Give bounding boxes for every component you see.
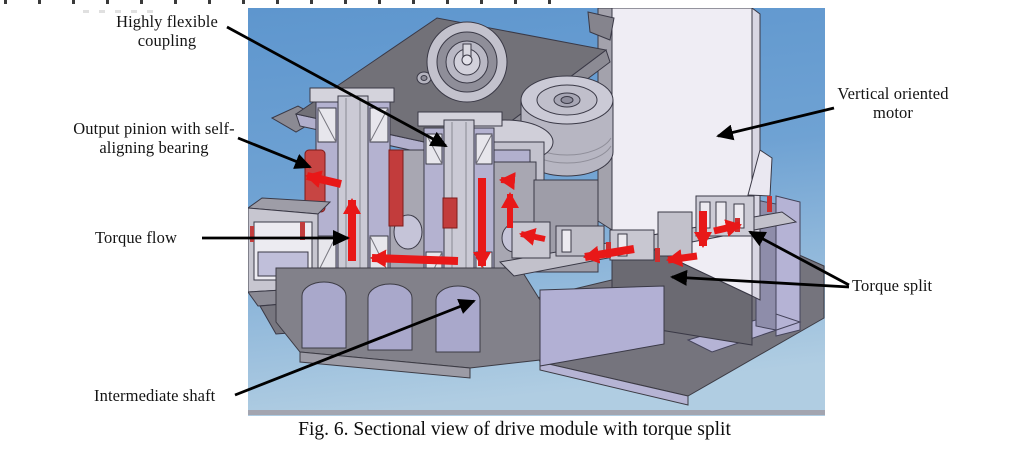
leader-torque-split-upper	[748, 230, 850, 287]
housing-base	[275, 267, 541, 379]
leader-output-pinion	[237, 136, 312, 169]
leader-torque-split-lower	[670, 269, 850, 289]
label-output-pinion: Output pinion with self-aligning bearing	[73, 119, 235, 157]
brake-drum	[520, 75, 614, 177]
leader-highly-flexible-coupling	[226, 25, 448, 148]
leader-intermediate-shaft	[234, 299, 476, 397]
leader-vertical-motor	[716, 106, 835, 141]
label-torque-flow: Torque flow	[95, 228, 177, 247]
label-intermediate-shaft: Intermediate shaft	[94, 386, 216, 405]
label-highly-flexible-coupling: Highly flexible coupling	[116, 12, 218, 50]
leader-lines	[202, 25, 850, 397]
label-vertical-motor: Vertical oriented motor	[837, 84, 949, 122]
figure-caption: Fig. 6. Sectional view of drive module w…	[298, 419, 731, 440]
cropped-text-artifact	[4, 0, 566, 4]
label-torque-split: Torque split	[852, 276, 933, 295]
intermediate-shaft-tower	[417, 111, 503, 303]
torque-flow-arrows	[305, 170, 742, 268]
cropped-faint-artifact	[83, 10, 155, 13]
